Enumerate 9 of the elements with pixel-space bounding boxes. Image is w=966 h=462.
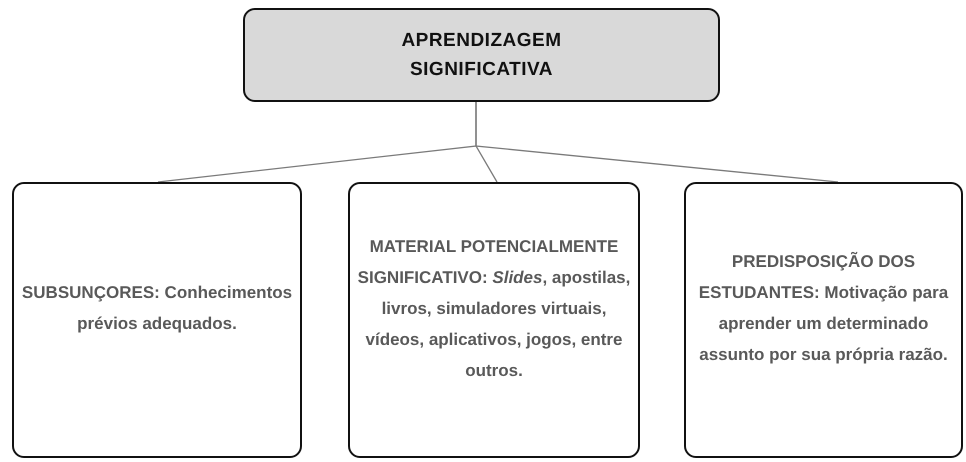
connector-line [475, 102, 838, 183]
concept-text: SUBSUNÇORES: Conhecimentos prévios adequados. [20, 282, 294, 335]
title-text: APRENDIZAGEM SIGNIFICATIVA [400, 29, 563, 82]
concept-text: PREDISPOSIÇÃO DOS ESTUDANTES: Motivação para aprender um determinado assunto por sua própria razão. [698, 250, 950, 366]
concept-box [12, 182, 302, 458]
concept-box [348, 182, 640, 458]
concept-box [684, 182, 963, 458]
title-box [243, 8, 720, 102]
concept-text: MATERIAL POTENCIALMENTE SIGNIFICATIVO: Slides, apostilas, livros, simuladores virtuais, vídeos, aplicativos, jogos, entre outros. [356, 236, 632, 382]
